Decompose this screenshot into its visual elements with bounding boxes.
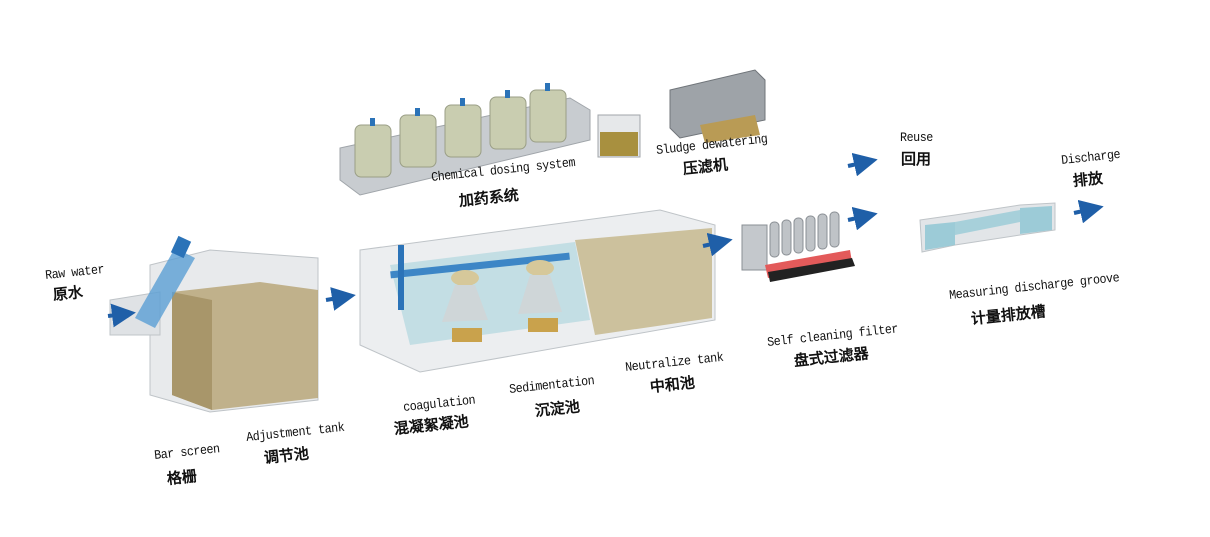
bar-screen: [135, 235, 195, 328]
sludge-dewatering-press: [597, 69, 766, 158]
coagulation-sedimentation-neutralize-tank: [359, 209, 716, 373]
raw-water-label-zh: 原水: [52, 282, 84, 305]
measuring-discharge-groove: [919, 202, 1056, 253]
arrow-icon: [847, 152, 878, 177]
bar-screen-label-zh: 格栅: [166, 466, 198, 489]
discharge-label-zh: 排放: [1072, 168, 1104, 191]
arrow-icon: [702, 232, 733, 257]
arrow-icon: [107, 303, 136, 328]
arrow-icon: [325, 287, 356, 311]
adjustment-tank: [109, 249, 319, 413]
chemical-dosing-system: [339, 83, 591, 196]
arrow-icon: [847, 206, 878, 231]
self-cleaning-filter: [741, 211, 855, 282]
arrow-icon: [1073, 199, 1104, 224]
reuse-label-zh: 回用: [901, 150, 932, 168]
reuse-label: Reuse: [900, 130, 933, 145]
